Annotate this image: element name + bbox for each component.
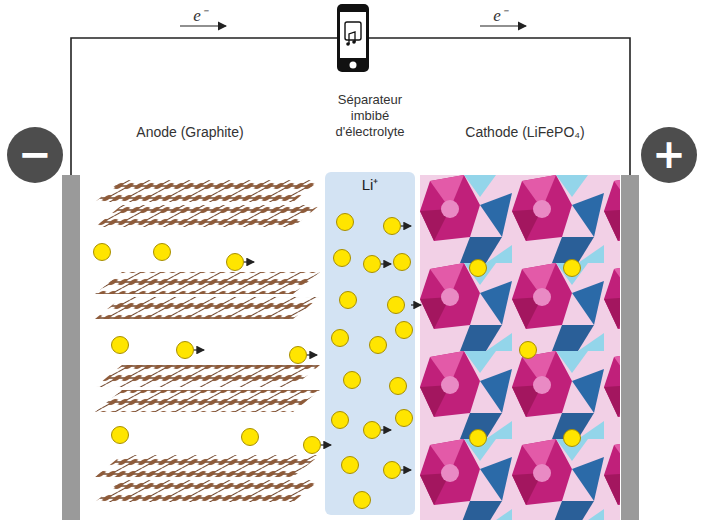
electron-label: e⁻ <box>193 3 207 26</box>
ion-label: Li⁺ <box>362 174 379 194</box>
cathode-crystal <box>420 175 620 520</box>
terminal-circle: − <box>7 127 63 183</box>
current-collector <box>621 175 639 520</box>
electron-arrow <box>480 25 526 26</box>
graphite-layers <box>95 180 320 502</box>
electron-arrow <box>180 25 226 26</box>
current-collector <box>62 175 80 520</box>
separator-box: Séparateur imbibé d'électrolyteLi⁺ <box>305 92 435 194</box>
polarity-sign: − <box>18 134 52 174</box>
electron-label: e⁻ <box>493 3 507 26</box>
terminal-circle: + <box>641 127 697 183</box>
polarity-sign: + <box>652 134 686 174</box>
phone-icon <box>337 4 369 72</box>
lithium-ions <box>94 214 581 509</box>
ion-motion-arrows <box>194 226 421 470</box>
electrode-label: Cathode (LiFePO₄) <box>465 124 584 140</box>
separator-band <box>325 172 415 515</box>
separator-title: Séparateur imbibé d'électrolyte <box>324 92 416 140</box>
electrode-label: Anode (Graphite) <box>136 124 243 140</box>
